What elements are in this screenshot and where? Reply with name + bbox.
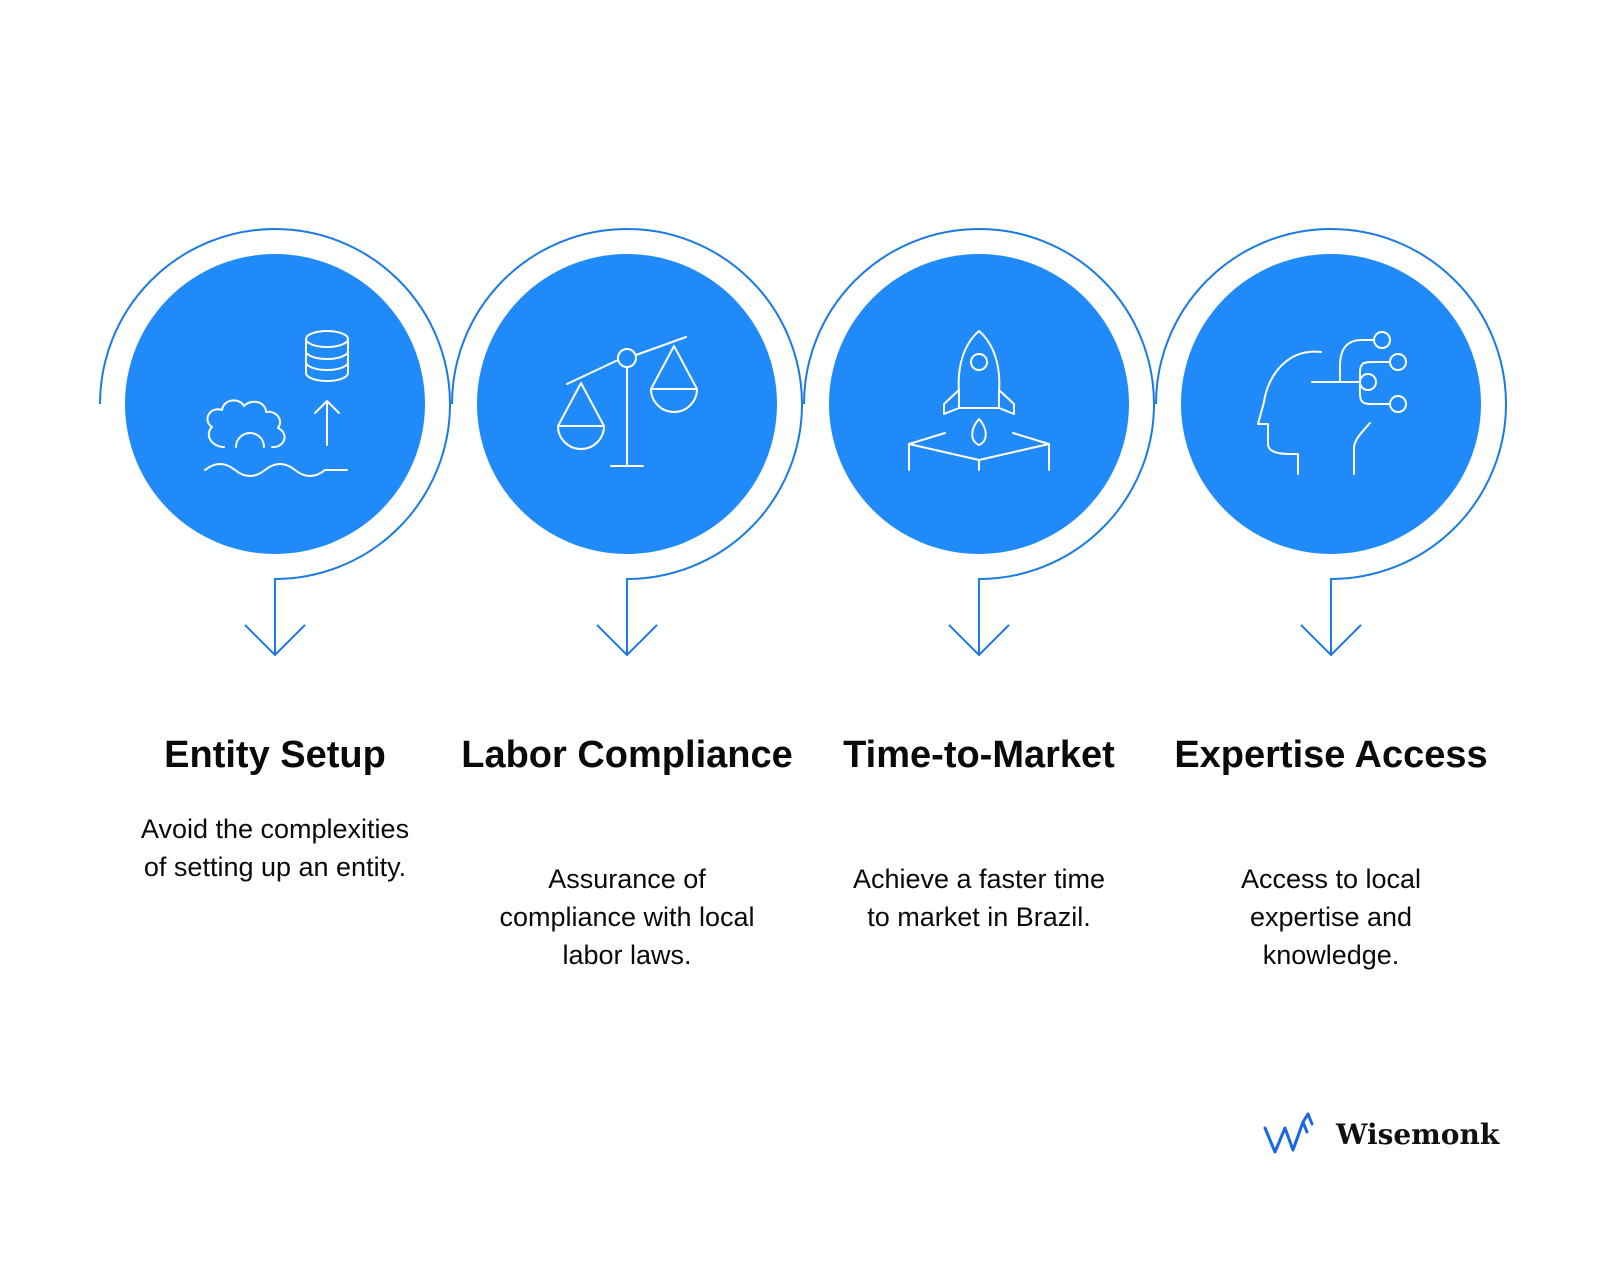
step-2-description: Assurance of compliance with local labor… — [499, 864, 755, 970]
step-2-node — [451, 228, 803, 657]
step-3-title: Time-to-Market — [843, 734, 1115, 776]
step-3-arrow-icon — [948, 624, 1010, 657]
step-2-title: Labor Compliance — [461, 734, 793, 776]
step-3-circle — [829, 254, 1129, 554]
step-1-arrow-icon — [244, 624, 306, 657]
step-3-description: Achieve a faster time to market in Brazi… — [852, 864, 1106, 932]
wisemonk-logo-icon — [1263, 1112, 1314, 1154]
step-3-node — [803, 228, 1155, 657]
rocket-launch-icon — [908, 330, 1050, 471]
step-4-title: Expertise Access — [1174, 734, 1488, 776]
brand-logo: Wisemonk — [1262, 1112, 1499, 1156]
step-4-circle — [1181, 254, 1481, 554]
step-4-connector — [1155, 228, 1507, 655]
step-1-title: Entity Setup — [164, 734, 386, 776]
step-1-circle — [125, 254, 425, 554]
head-network-icon — [1257, 331, 1407, 475]
step-4-arrow-icon — [1300, 624, 1362, 657]
step-2-connector — [451, 228, 803, 655]
gear-database-icon — [204, 330, 349, 477]
scales-icon — [557, 336, 698, 467]
brand-name: Wisemonk — [1336, 1117, 1500, 1151]
step-4-description: Access to local expertise and knowledge. — [1240, 864, 1422, 970]
step-2-arrow-icon — [596, 624, 658, 657]
step-1-node — [99, 228, 451, 657]
step-4-node — [1155, 228, 1507, 657]
step-1-description: Avoid the complexities of setting up an … — [140, 814, 410, 882]
step-3-connector — [803, 228, 1155, 655]
step-1-connector — [99, 228, 451, 655]
